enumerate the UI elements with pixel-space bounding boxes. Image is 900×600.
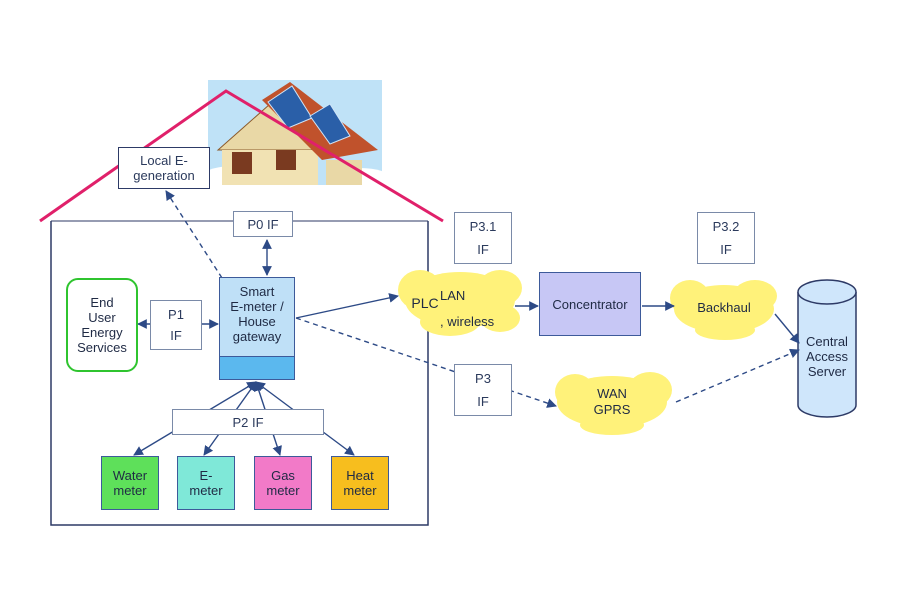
end-user-line-2: User <box>88 310 116 325</box>
end-user-line-4: Services <box>77 340 127 355</box>
end-user-energy-services: End User Energy Services <box>66 278 138 372</box>
p1-line-1: P1 <box>168 307 184 322</box>
p2-interface-box: P2 IF <box>172 409 324 435</box>
end-user-line-1: End <box>90 295 114 310</box>
server-line-3: Server <box>807 363 847 379</box>
water-meter-line-2: meter <box>113 483 147 498</box>
p31-line-1: P3.1 <box>469 219 497 234</box>
e-meter-line-2: meter <box>189 483 223 498</box>
water-meter-line-1: Water <box>112 468 148 483</box>
end-user-line-3: Energy <box>81 325 123 340</box>
plc-label: PLC <box>411 295 439 311</box>
gas-meter: Gas meter <box>254 456 312 510</box>
backhaul-label: Backhaul <box>697 300 751 315</box>
heat-meter-line-2: meter <box>343 483 377 498</box>
wan-cloud <box>555 372 672 435</box>
wan-line-1: WAN <box>597 386 627 401</box>
water-meter: Water meter <box>101 456 159 510</box>
e-meter-line-1: E- <box>199 468 213 483</box>
lan-label: LAN <box>440 288 466 303</box>
roof-line <box>39 89 444 223</box>
gateway-line-2: E-meter / <box>230 299 284 314</box>
p0-interface-box: P0 IF <box>233 211 293 237</box>
wireless-label: , wireless <box>440 314 495 329</box>
arrow-wan-server <box>675 348 800 403</box>
heat-meter-line-1: Heat <box>346 468 374 483</box>
server-line-2: Access <box>806 348 848 364</box>
heat-meter: Heat meter <box>331 456 389 510</box>
house-outline <box>50 221 429 526</box>
wan-line-2: GPRS <box>593 402 631 417</box>
concentrator-label: Concentrator <box>552 296 628 312</box>
p3-line-1: P3 <box>475 371 491 386</box>
p32-interface-box: P3.2 IF <box>697 212 755 264</box>
arrow-gateway-wan <box>295 317 557 408</box>
e-meter: E- meter <box>177 456 235 510</box>
server-line-1: Central <box>806 333 848 349</box>
central-access-server-label: Central Access Server <box>798 330 856 382</box>
p1-line-2: IF <box>170 328 182 343</box>
gas-meter-line-2: meter <box>266 483 300 498</box>
local-gen-line-1: Local E- <box>140 153 188 168</box>
p3-interface-box: P3 IF <box>454 364 512 416</box>
p31-line-2: IF <box>477 242 489 257</box>
gateway-line-4: gateway <box>232 329 282 344</box>
house-illustration <box>200 80 390 190</box>
smart-meter-gateway: Smart E-meter / House gateway <box>219 277 295 380</box>
p2-label: P2 IF <box>232 414 264 430</box>
gateway-line-3: House <box>238 314 276 329</box>
arrow-backhaul-server <box>774 313 800 344</box>
p0-label: P0 IF <box>247 216 279 232</box>
gas-meter-line-1: Gas <box>271 468 295 483</box>
gateway-bottom-band <box>220 356 294 379</box>
p1-interface-box: P1 IF <box>150 300 202 350</box>
arrow-plc <box>295 293 399 319</box>
p31-interface-box: P3.1 IF <box>454 212 512 264</box>
lan-cloud <box>398 270 522 336</box>
p32-line-1: P3.2 <box>712 219 740 234</box>
local-gen-line-2: generation <box>133 168 195 183</box>
backhaul-cloud <box>670 280 777 340</box>
server-cylinder <box>797 279 857 418</box>
p3-line-2: IF <box>477 394 489 409</box>
arrow-local-gen <box>165 190 223 279</box>
concentrator-box: Concentrator <box>539 272 641 336</box>
gateway-line-1: Smart <box>239 284 275 299</box>
p32-line-2: IF <box>720 242 732 257</box>
local-generation-box: Local E- generation <box>118 147 210 189</box>
